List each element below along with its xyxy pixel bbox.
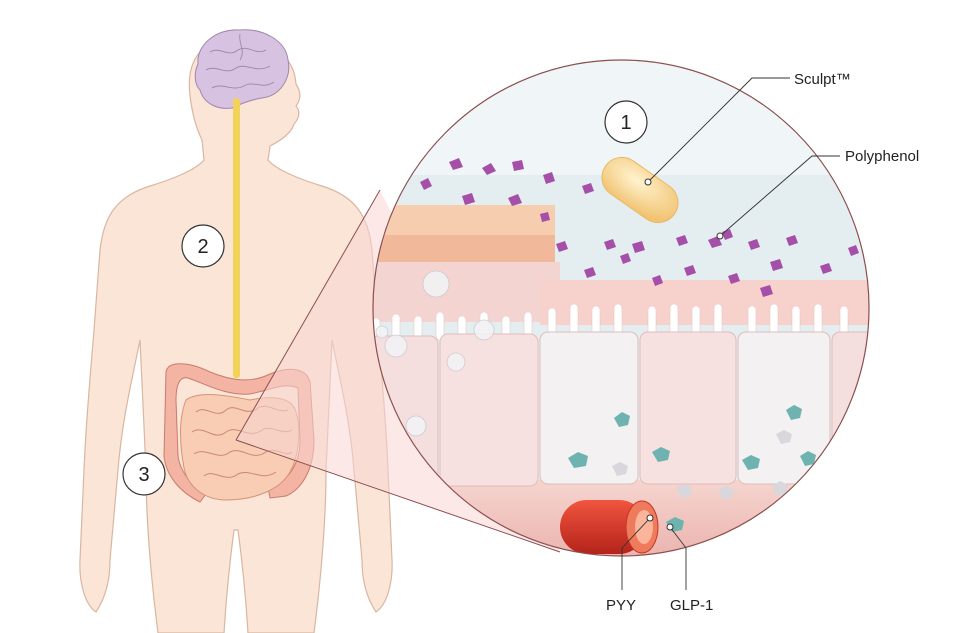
step-number: 2 xyxy=(197,236,208,258)
blood-vessel xyxy=(560,500,659,554)
zoom-line-top xyxy=(235,189,381,441)
microvilli xyxy=(373,303,849,341)
magnified-view xyxy=(373,60,869,556)
epithelial-cell xyxy=(639,331,737,485)
back-tissue-top xyxy=(373,205,555,235)
zoom-line-bottom xyxy=(235,439,561,553)
step-marker-3: 3 xyxy=(122,452,166,496)
vagus-nerve xyxy=(233,98,240,378)
callout-dots xyxy=(644,178,724,531)
step-number: 3 xyxy=(138,464,149,486)
magnified-circle-border xyxy=(372,59,870,557)
bubbles xyxy=(375,270,495,437)
brain xyxy=(194,29,290,109)
label-sculpt: Sculpt™ xyxy=(794,71,851,88)
epithelial-cell xyxy=(831,331,869,485)
label-polyphenol: Polyphenol xyxy=(845,148,919,165)
epithelial-cells xyxy=(373,331,869,487)
enteroendocrine-cell xyxy=(539,331,639,485)
brush-border xyxy=(540,280,869,325)
step-marker-2: 2 xyxy=(181,224,225,268)
label-glp1: GLP-1 xyxy=(670,597,713,614)
step-marker-1: 1 xyxy=(604,100,648,144)
brain-folds xyxy=(205,33,275,89)
step-number: 1 xyxy=(620,112,631,134)
sculpt-capsule xyxy=(601,156,679,224)
callout-leaders xyxy=(621,77,840,590)
label-pyy: PYY xyxy=(606,597,636,614)
